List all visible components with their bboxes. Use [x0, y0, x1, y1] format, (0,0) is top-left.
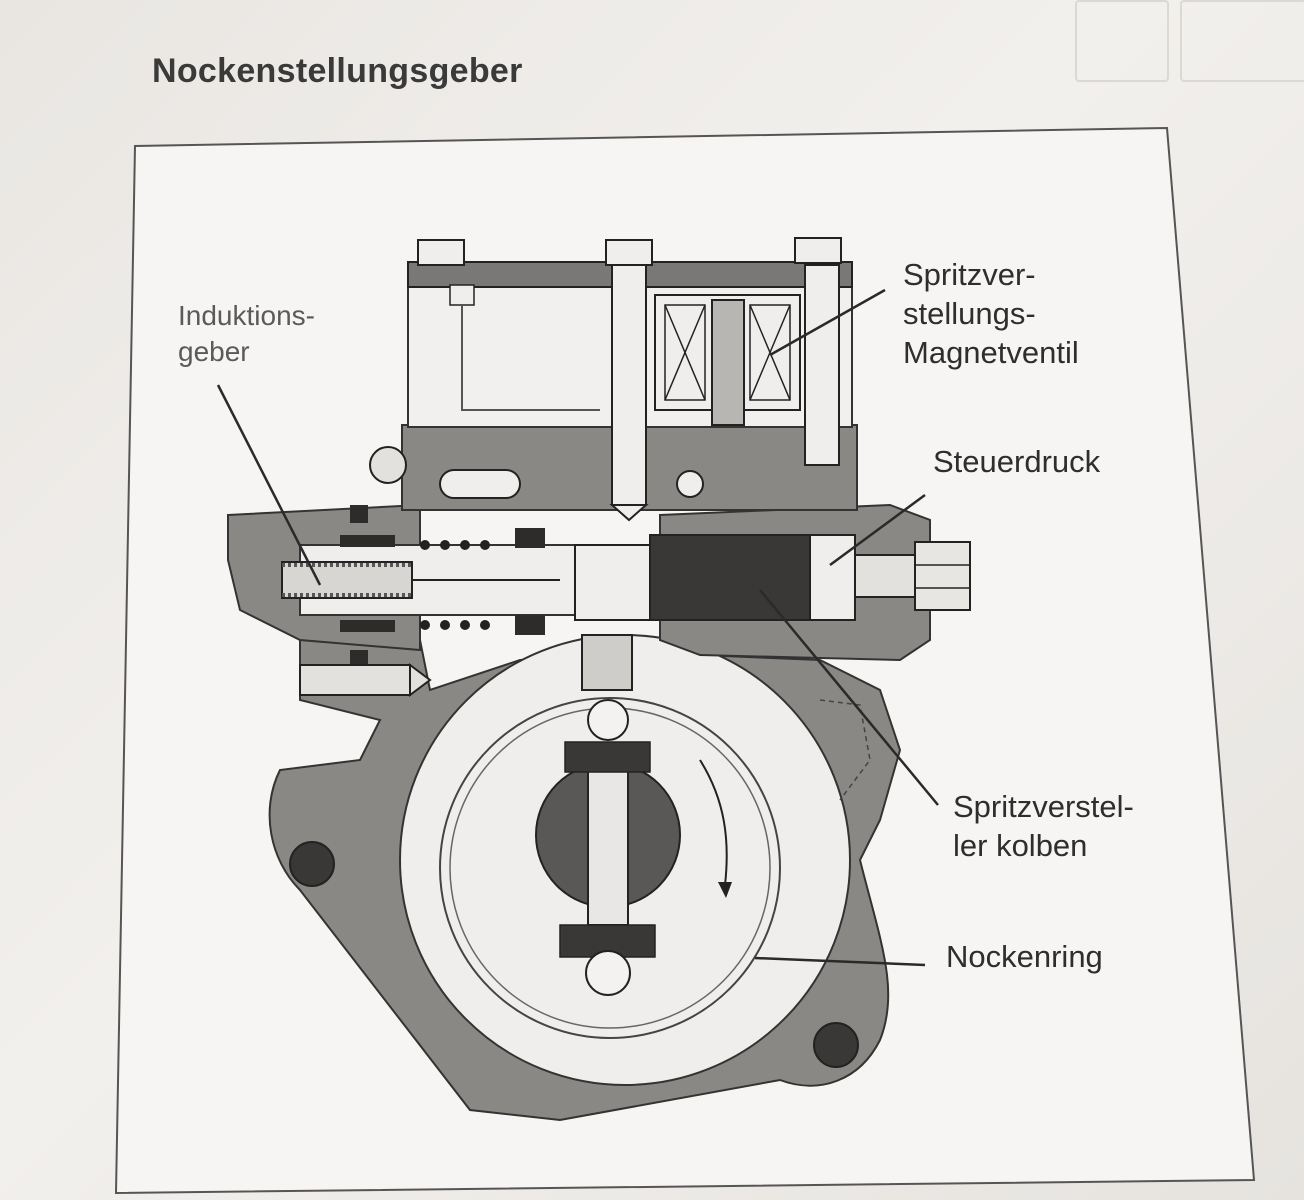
induction-sensor [281, 561, 413, 599]
spritzversteller-kolben [649, 534, 811, 621]
page-title: Nockenstellungsgeber [152, 52, 523, 90]
adjustment-screw [299, 664, 411, 696]
mount-hole-right [813, 1022, 859, 1068]
valve-block-port [676, 470, 704, 498]
lifting-eye [369, 446, 407, 484]
nockenring-inner-ring [439, 697, 781, 1039]
bleed-through-box [1075, 0, 1169, 82]
rotation-arrowhead [718, 882, 732, 898]
roller-shoe-top [564, 741, 651, 773]
label-induktionsgeber: Induktions- geber [178, 300, 315, 367]
housing-bolts [417, 237, 842, 506]
induction-sensor-hatch [282, 563, 412, 597]
label-magnetventil: Spritzver- stellungs- Magnetventil [903, 257, 1079, 370]
label-spritzversteller-kolben: Spritzverstel- ler kolben [953, 789, 1134, 863]
pressure-fitting [854, 554, 916, 598]
pressure-fitting-nut [914, 541, 971, 611]
seal-rings [340, 505, 545, 668]
mount-hole-left [289, 841, 335, 887]
piston-crosshead [574, 544, 651, 621]
roller-bottom [585, 950, 631, 996]
leader-lines [216, 288, 939, 967]
valve-block-slot [439, 469, 521, 499]
oil-passage-dashed [819, 699, 871, 801]
solenoid-armature [711, 299, 745, 426]
control-pressure-chamber [809, 534, 856, 621]
bleed-through-box [1180, 0, 1304, 82]
piston-pin [581, 634, 633, 691]
rotor-shaft [587, 744, 629, 926]
coil-windings [664, 304, 791, 401]
roller-top [587, 699, 629, 741]
return-spring [420, 540, 490, 630]
rotation-arrow [699, 759, 728, 886]
label-steuerdruck: Steuerdruck [933, 444, 1101, 479]
label-nockenring: Nockenring [946, 939, 1103, 974]
